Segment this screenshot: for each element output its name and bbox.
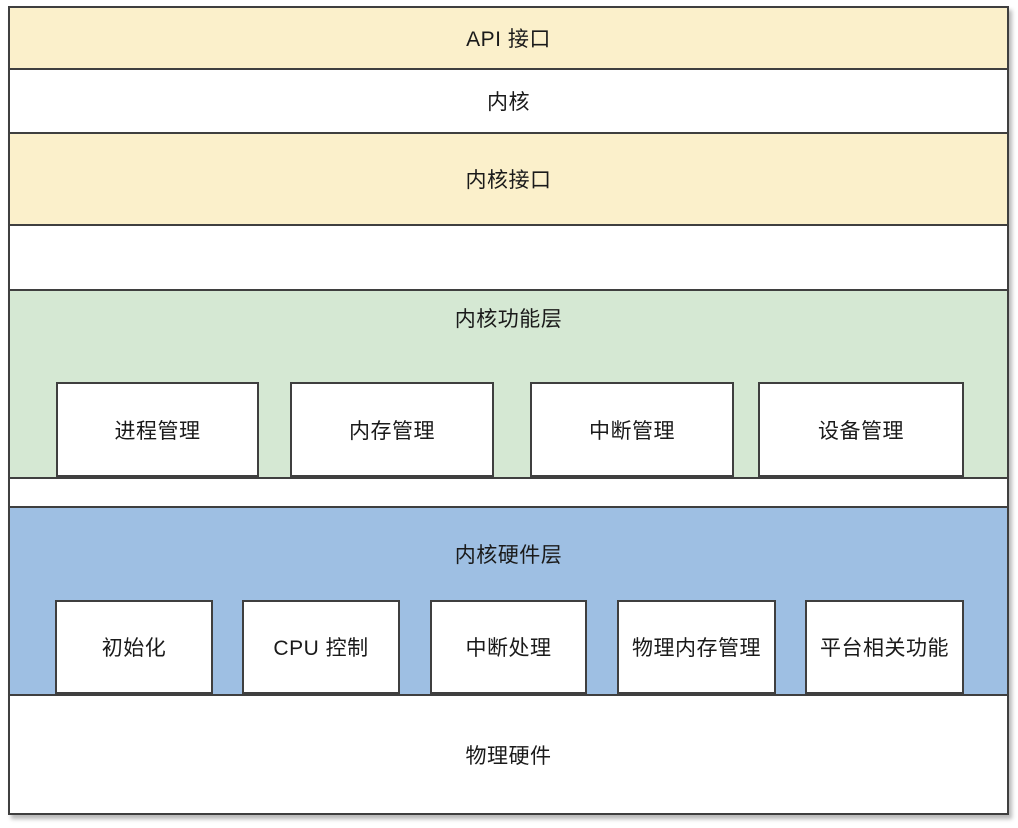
box-process-management: 进程管理 [56,382,259,477]
layer-kernel-hardware: 内核硬件层 初始化 CPU 控制 中断处理 物理内存管理 平台相关功能 [8,506,1009,696]
layer-physical-hardware-label: 物理硬件 [465,744,552,768]
spacer-band-upper [8,224,1009,291]
box-interrupt-handling-label: 中断处理 [465,637,552,660]
box-memory-management-label: 内存管理 [349,419,435,443]
box-physical-memory-management: 物理内存管理 [617,600,776,694]
box-platform-functions-label: 平台相关功能 [820,637,949,660]
layer-kernel-label: 内核 [487,91,530,114]
box-cpu-control-label: CPU 控制 [273,637,369,660]
box-device-management: 设备管理 [758,382,964,477]
box-platform-functions: 平台相关功能 [805,600,964,694]
box-physical-memory-management-label: 物理内存管理 [632,637,761,660]
layer-kernel-hardware-title: 内核硬件层 [454,544,563,567]
box-interrupt-management: 中断管理 [530,382,734,477]
layer-kernel-interface-label: 内核接口 [465,169,552,192]
layer-kernel-functional: 内核功能层 进程管理 内存管理 中断管理 设备管理 [8,289,1009,479]
layer-kernel-functional-title: 内核功能层 [454,308,563,331]
box-device-management-label: 设备管理 [818,419,904,443]
layer-kernel: 内核 [8,68,1009,134]
spacer-band-lower [8,477,1009,508]
box-initialization-label: 初始化 [101,637,167,660]
box-initialization: 初始化 [55,600,213,694]
layer-kernel-interface: 内核接口 [8,132,1009,226]
layer-physical-hardware: 物理硬件 [8,694,1009,815]
layer-api-interface: API 接口 [8,6,1009,70]
layer-api-interface-label: API 接口 [466,28,551,51]
box-interrupt-management-label: 中断管理 [589,419,675,443]
box-memory-management: 内存管理 [290,382,494,477]
box-interrupt-handling: 中断处理 [430,600,587,694]
box-process-management-label: 进程管理 [114,419,201,443]
box-cpu-control: CPU 控制 [242,600,400,694]
